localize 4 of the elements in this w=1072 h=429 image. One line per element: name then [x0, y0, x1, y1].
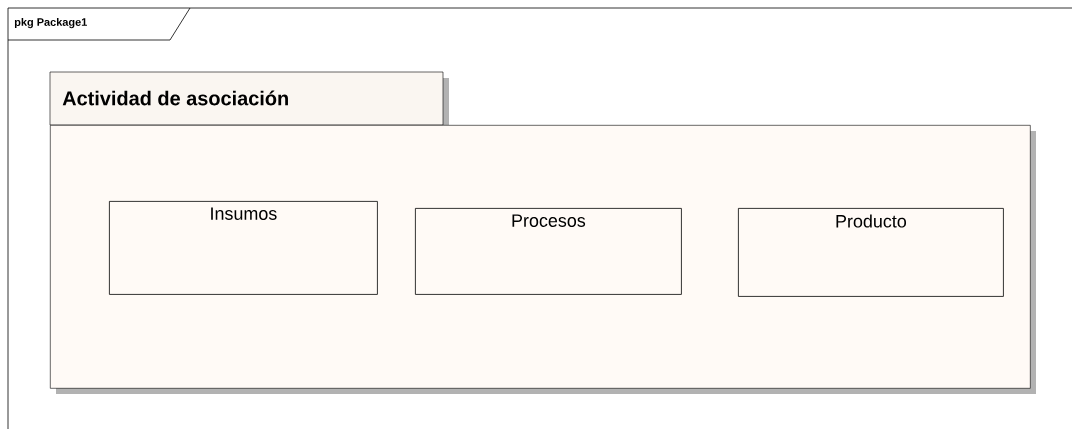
class-box: Insumos	[109, 201, 378, 295]
class-box: Procesos	[415, 208, 682, 295]
node-label: Actividad de asociación	[62, 90, 288, 106]
class-box: Producto	[738, 208, 1004, 297]
